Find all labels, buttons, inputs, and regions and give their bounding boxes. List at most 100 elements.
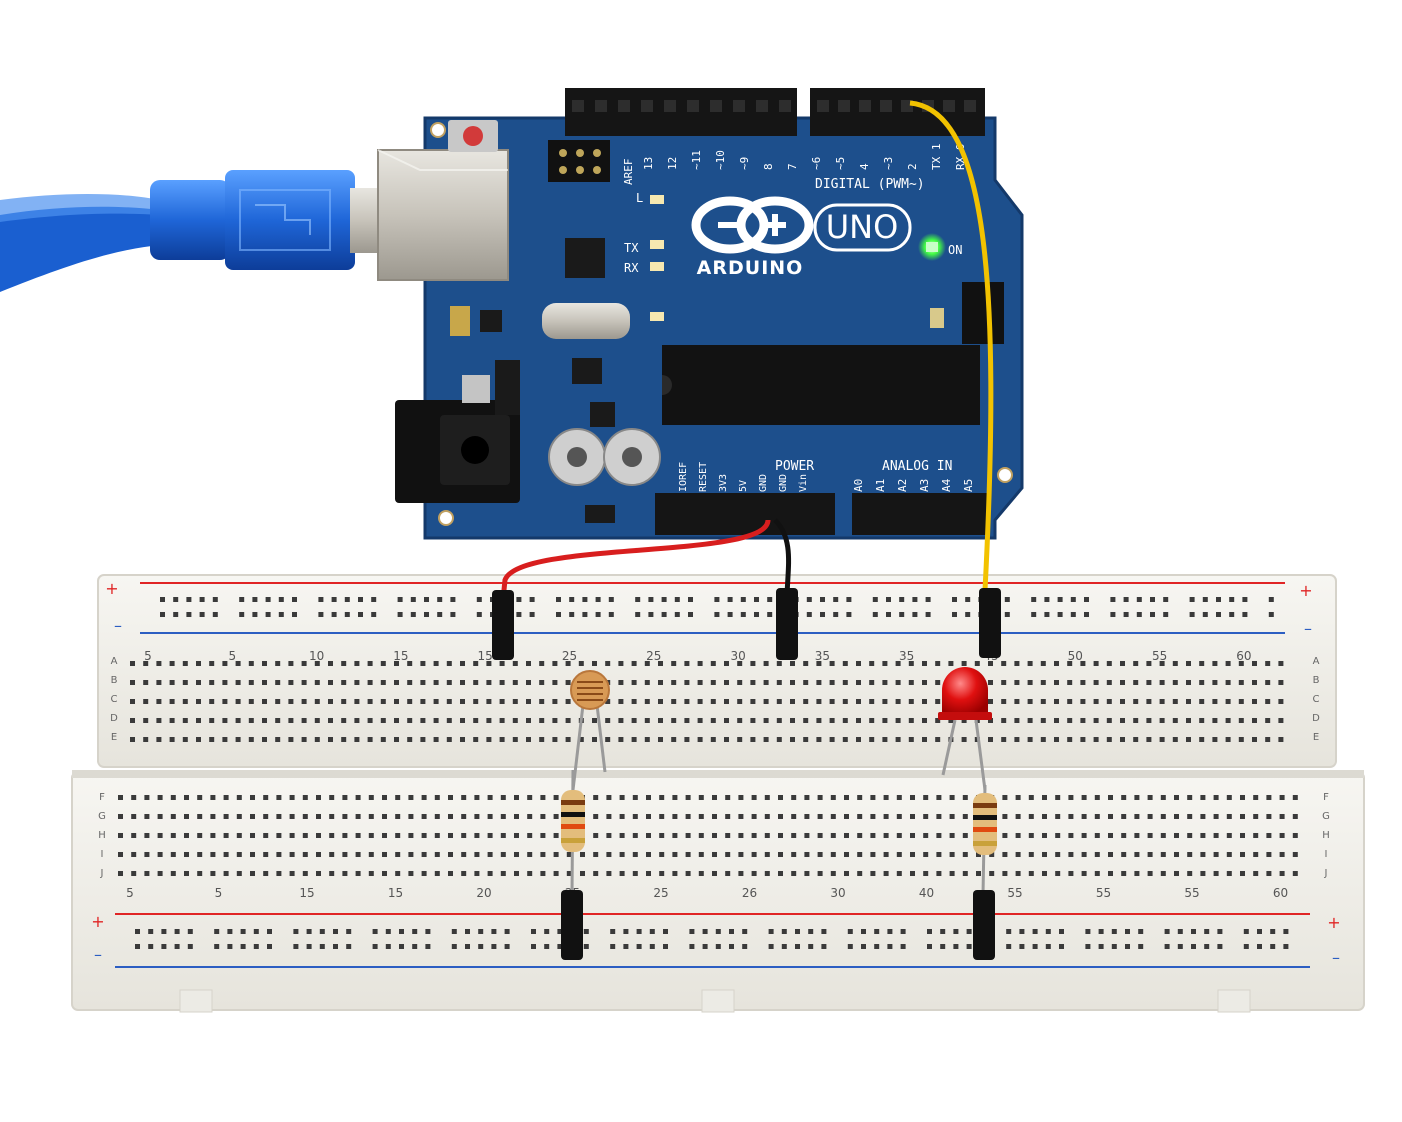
breadboard-hole bbox=[883, 814, 889, 819]
breadboard-hole bbox=[314, 699, 320, 704]
breadboard-hole bbox=[751, 852, 757, 857]
breadboard-hole bbox=[910, 871, 915, 876]
breadboard: + + – – + + – – 551015152525303535455055… bbox=[71, 574, 1365, 1013]
breadboard-hole bbox=[434, 833, 440, 838]
breadboard-hole bbox=[499, 737, 505, 742]
breadboard-hole bbox=[1266, 833, 1272, 838]
breadboard-hole bbox=[1121, 833, 1127, 838]
breadboard-hole bbox=[899, 597, 905, 602]
breadboard-hole bbox=[1265, 718, 1271, 723]
breadboard-hole bbox=[292, 597, 297, 602]
breadboard-hole bbox=[157, 814, 163, 819]
breadboard-hole bbox=[236, 795, 242, 800]
breadboard-hole bbox=[157, 871, 163, 876]
column-number: 25 bbox=[653, 886, 668, 900]
breadboard-hole bbox=[500, 795, 506, 800]
breadboard-hole bbox=[1121, 814, 1127, 819]
breadboard-hole bbox=[1252, 737, 1257, 742]
breadboard-hole bbox=[275, 680, 281, 685]
breadboard-hole bbox=[962, 871, 968, 876]
breadboard-hole bbox=[830, 795, 836, 800]
breadboard-hole bbox=[1094, 871, 1100, 876]
row-letter: J bbox=[1324, 868, 1328, 879]
digital-pin-label: ~5 bbox=[834, 157, 847, 170]
breadboard-hole bbox=[738, 814, 744, 819]
breadboard-hole bbox=[724, 718, 729, 723]
breadboard-hole bbox=[1187, 852, 1193, 857]
breadboard-hole bbox=[293, 929, 299, 934]
breadboard-hole bbox=[565, 661, 571, 666]
red-jumper-wire bbox=[492, 519, 771, 660]
breadboard-hole bbox=[1199, 737, 1205, 742]
breadboard-hole bbox=[1292, 852, 1298, 857]
breadboard-hole bbox=[1001, 718, 1007, 723]
breadboard-hole bbox=[329, 871, 335, 876]
breadboard-hole bbox=[714, 597, 720, 602]
breadboard-hole bbox=[473, 680, 479, 685]
breadboard-hole bbox=[856, 699, 861, 704]
breadboard-hole bbox=[1027, 680, 1033, 685]
bottom-column-numbers: 55151520252526304055555560 bbox=[126, 886, 1288, 900]
breadboard-hole bbox=[182, 680, 188, 685]
breadboard-hole bbox=[1199, 680, 1205, 685]
breadboard-hole bbox=[331, 597, 337, 602]
breadboard-hole bbox=[936, 871, 942, 876]
breadboard-hole bbox=[1202, 597, 1208, 602]
breadboard-hole bbox=[608, 597, 614, 602]
breadboard-hole bbox=[1134, 871, 1140, 876]
breadboard-hole bbox=[595, 597, 601, 602]
breadboard-hole bbox=[1147, 852, 1153, 857]
breadboard-hole bbox=[1217, 929, 1223, 934]
breadboard-hole bbox=[804, 833, 810, 838]
breadboard-hole bbox=[450, 612, 456, 617]
breadboard-hole bbox=[262, 661, 267, 666]
reset-button[interactable] bbox=[448, 120, 498, 152]
breadboard-hole bbox=[250, 814, 255, 819]
top-rail-minus-left: – bbox=[114, 616, 122, 635]
breadboard-hole bbox=[754, 597, 759, 602]
breadboard-hole bbox=[173, 612, 179, 617]
breadboard-hole bbox=[210, 852, 216, 857]
breadboard-hole bbox=[697, 737, 703, 742]
breadboard-hole bbox=[288, 661, 294, 666]
breadboard-hole bbox=[857, 795, 863, 800]
breadboard-hole bbox=[514, 795, 519, 800]
breadboard-hole bbox=[553, 814, 559, 819]
breadboard-hole bbox=[278, 612, 284, 617]
breadboard-hole bbox=[1238, 737, 1244, 742]
breadboard-hole bbox=[658, 718, 663, 723]
breadboard-hole bbox=[1134, 814, 1140, 819]
breadboard-hole bbox=[289, 814, 295, 819]
breadboard-hole bbox=[1133, 680, 1139, 685]
breadboard-hole bbox=[715, 929, 721, 934]
breadboard-hole bbox=[649, 944, 655, 949]
breadboard-hole bbox=[1040, 718, 1046, 723]
breadboard-hole bbox=[1216, 612, 1221, 617]
breadboard-hole bbox=[936, 795, 942, 800]
analog-pin-label: A5 bbox=[962, 479, 975, 492]
row-letter: E bbox=[111, 732, 117, 743]
breadboard-hole bbox=[1243, 929, 1249, 934]
breadboard-hole bbox=[631, 737, 637, 742]
breadboard-hole bbox=[1015, 814, 1021, 819]
breadboard-hole bbox=[580, 852, 585, 857]
breadboard-hole bbox=[514, 833, 519, 838]
power-pin-label: 3V3 bbox=[718, 474, 729, 492]
breadboard-hole bbox=[276, 833, 282, 838]
breadboard-hole bbox=[698, 795, 704, 800]
breadboard-hole bbox=[474, 871, 480, 876]
breadboard-hole bbox=[1123, 612, 1129, 617]
breadboard-hole bbox=[631, 718, 637, 723]
breadboard-hole bbox=[474, 833, 480, 838]
breadboard-hole bbox=[1163, 612, 1169, 617]
breadboard-hole bbox=[539, 680, 545, 685]
breadboard-hole bbox=[948, 718, 954, 723]
breadboard-hole bbox=[583, 944, 589, 949]
breadboard-hole bbox=[1068, 795, 1074, 800]
breadboard-hole bbox=[895, 661, 901, 666]
breadboard-hole bbox=[1042, 814, 1047, 819]
breadboard-hole bbox=[236, 852, 242, 857]
breadboard-hole bbox=[936, 814, 942, 819]
breadboard-hole bbox=[223, 795, 229, 800]
breadboard-hole bbox=[710, 680, 716, 685]
